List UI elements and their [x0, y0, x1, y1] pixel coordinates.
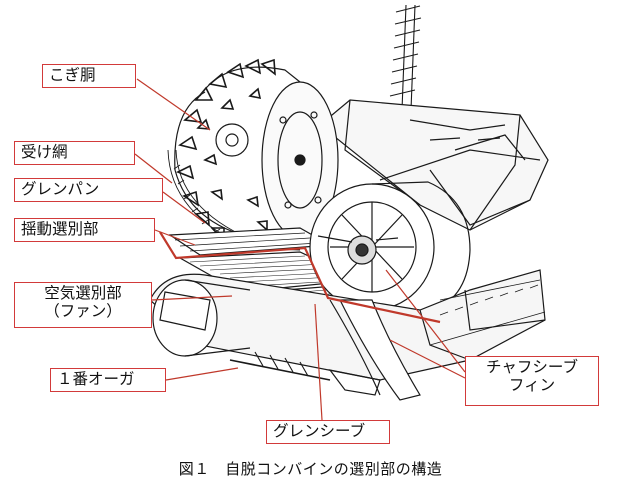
leader-lines: [134, 78, 466, 421]
label-air-sorter: 空気選別部 （ファン）: [14, 282, 152, 328]
label-grain-sieve: グレンシーブ: [266, 420, 390, 444]
figure-caption: 図１ 自脱コンバインの選別部の構造: [178, 460, 443, 478]
top-auger-spiral: [389, 4, 422, 111]
label-concave: 受け網: [14, 141, 135, 165]
label-chaff-sieve-line1: チャフシーブ: [486, 358, 578, 376]
label-first-auger: １番オーガ: [50, 368, 166, 392]
sorting-flow-path: [159, 231, 441, 324]
housing: [319, 99, 549, 231]
machine-drawing: [149, 4, 549, 401]
label-grain-pan: グレンパン: [14, 178, 163, 202]
label-air-sorter-line1: 空気選別部: [44, 284, 122, 302]
label-threshing-drum: こぎ胴: [42, 64, 136, 88]
label-air-sorter-line2: （ファン）: [44, 301, 122, 320]
label-chaff-sieve: チャフシーブ フィン: [465, 356, 599, 406]
fan-housing: [309, 181, 471, 313]
threshing-drum: [174, 66, 339, 241]
drum-teeth: [176, 58, 276, 254]
label-oscillating-sorter: 揺動選別部: [14, 218, 155, 242]
label-chaff-sieve-line2: フィン: [508, 375, 556, 394]
